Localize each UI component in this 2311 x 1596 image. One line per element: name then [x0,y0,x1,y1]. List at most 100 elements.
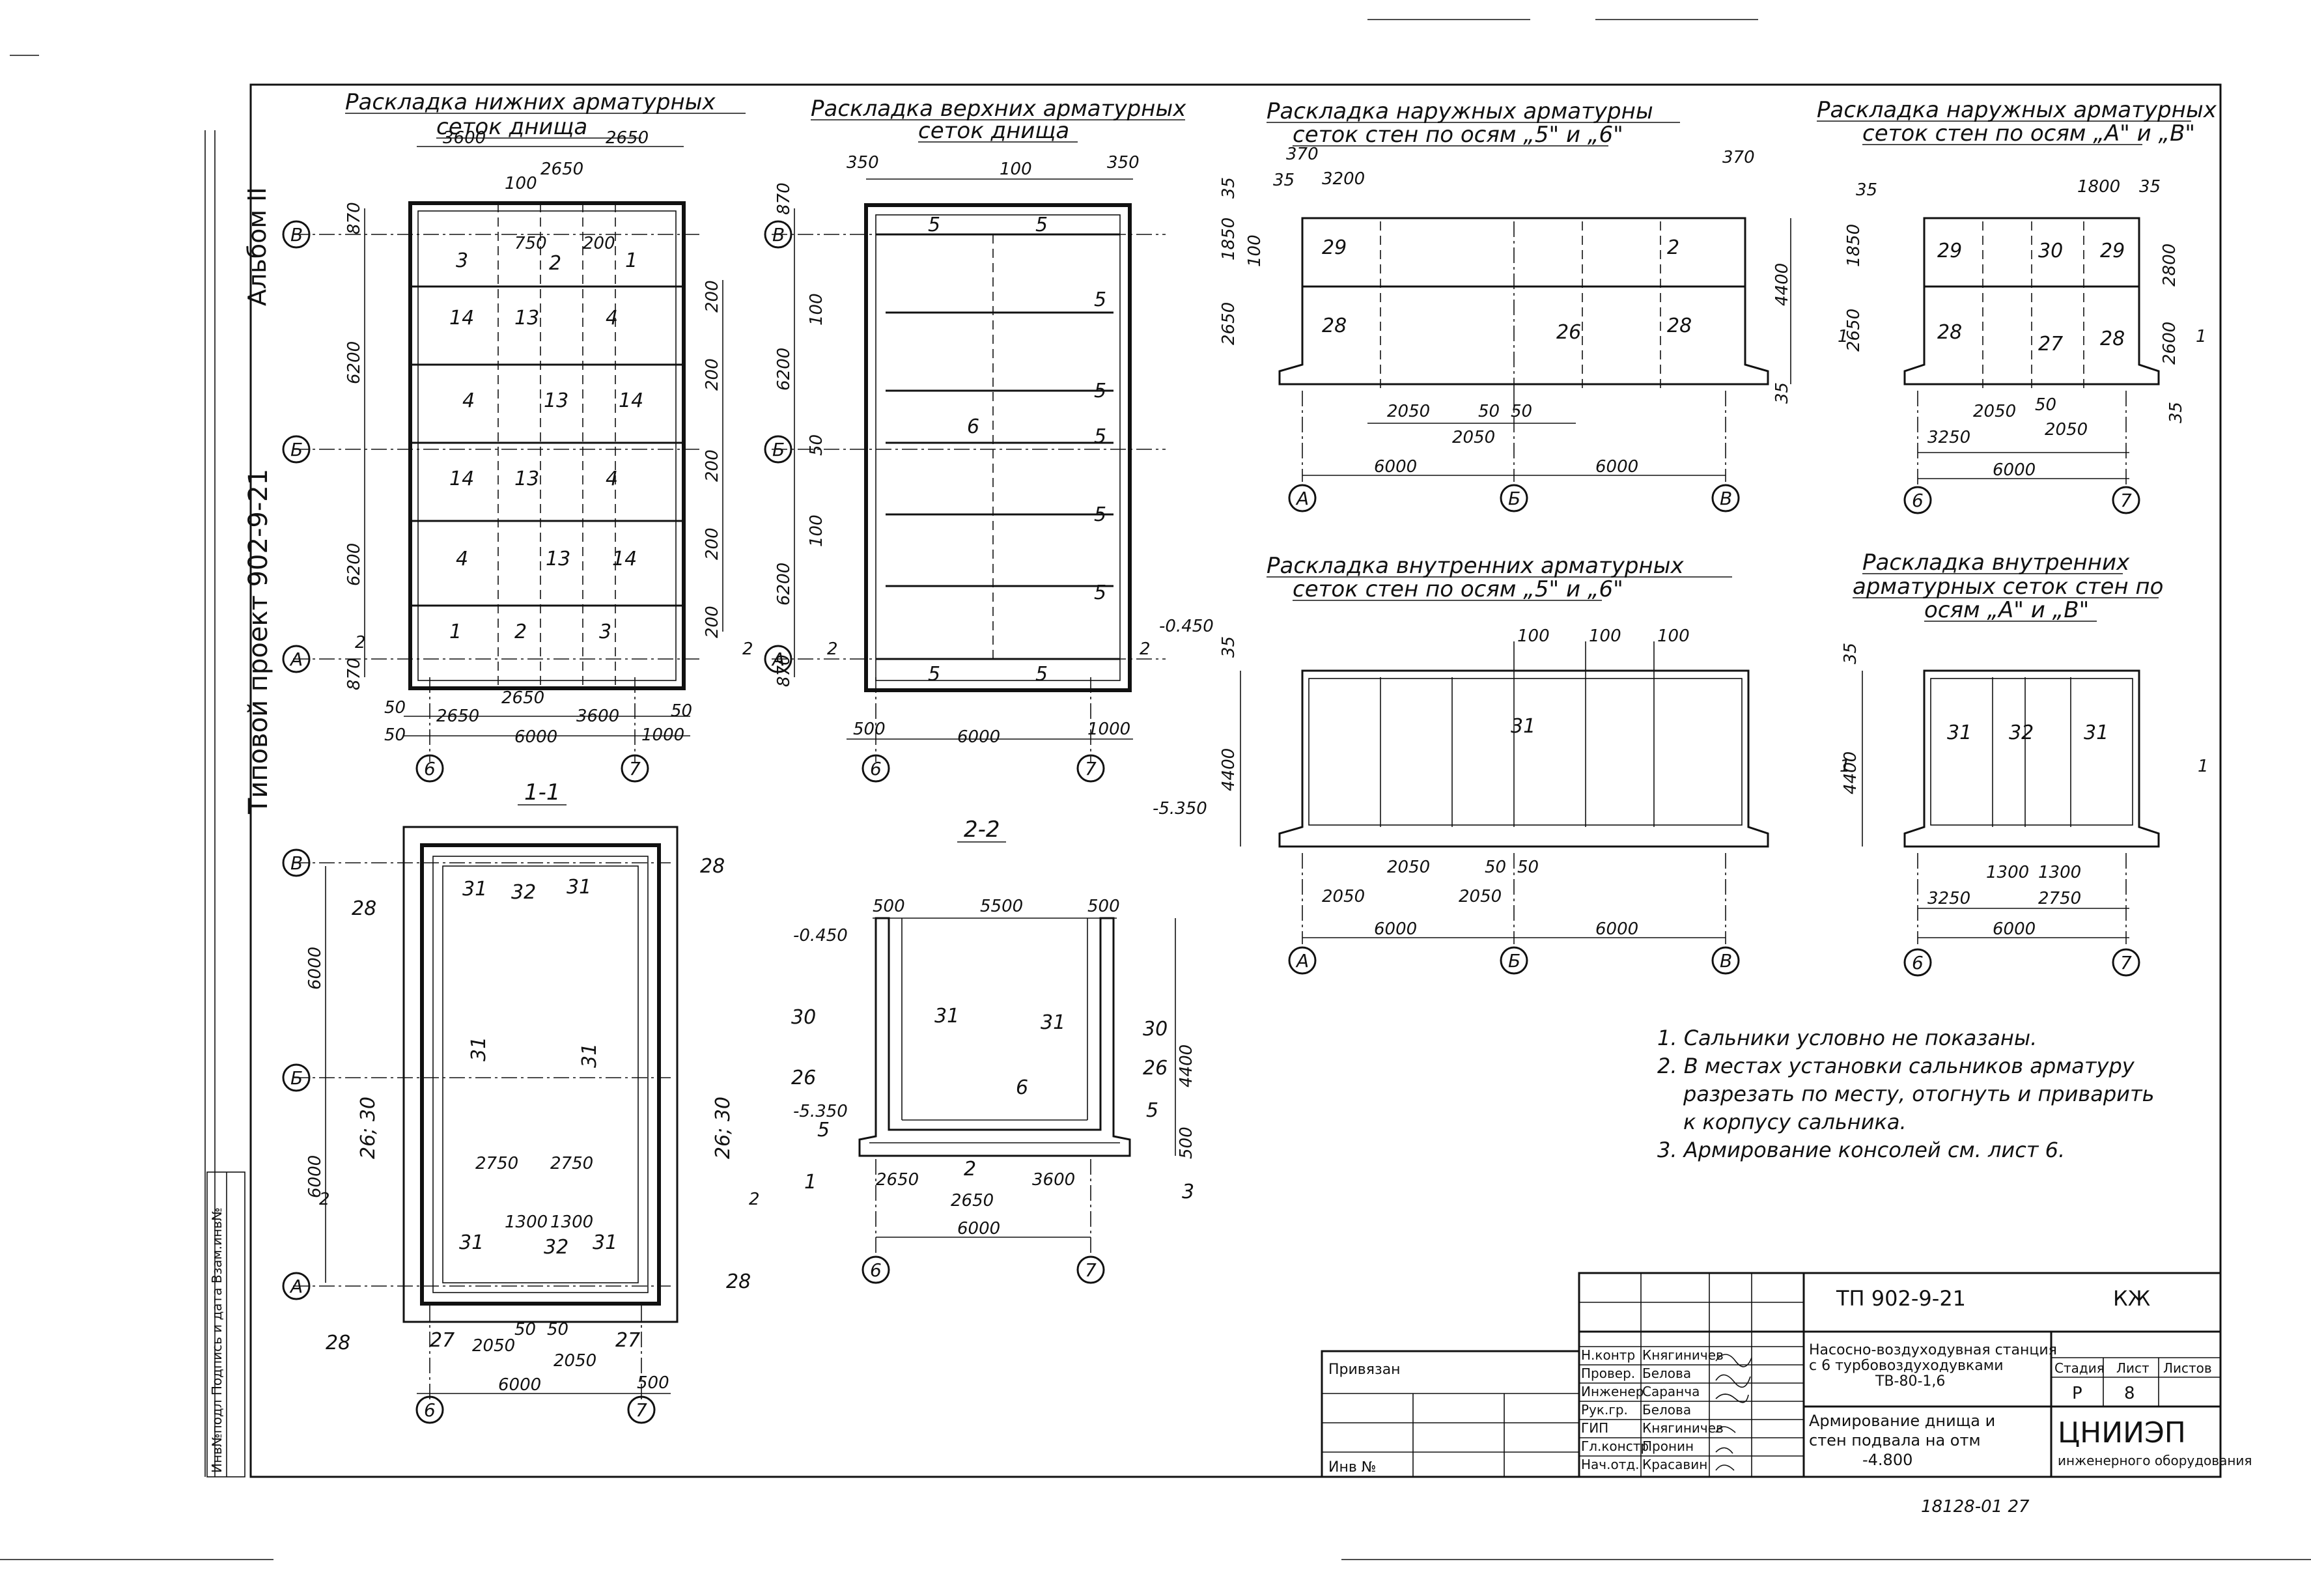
section-mark: 2 [742,639,753,659]
level-mark: -5.350 [1153,799,1207,819]
mesh-mark: 32 [544,1236,568,1259]
dim-label: 2050 [1322,887,1365,906]
col-header: Листов [2163,1360,2212,1376]
dim-label: 2050 [1387,402,1430,421]
doc-code: ТП 902-9-21 [1836,1286,1966,1311]
dim-label: 35 [1841,643,1860,664]
mesh-mark: 27 [2038,333,2063,356]
mesh-mark: 1 [449,621,462,643]
dim-label: 6000 [1374,919,1417,939]
object-name: ТВ-80-1,6 [1875,1373,1945,1390]
axis-bubble: Б [290,439,303,460]
dim-label: 2650 [876,1170,919,1190]
axis-bubble: Б [1508,488,1520,509]
view-title: Раскладка наружных арматурны [1267,98,1653,124]
dim-label: 3200 [1322,169,1365,189]
dim-label: 6000 [1595,457,1638,477]
mesh-mark: 1 [625,249,637,272]
mesh-mark: 31 [578,1043,601,1068]
note-line: к корпусу сальника. [1683,1110,1907,1134]
mesh-mark: 5 [928,214,940,236]
mesh-mark: 32 [2009,721,2034,744]
mesh-mark: 4 [606,468,618,490]
section-mark: 2 [319,1190,330,1209]
dim-label: 100 [505,174,537,193]
mesh-mark: 5 [1094,503,1106,526]
mesh-mark: 30 [791,1006,816,1029]
note-line: 2. В местах установки сальников арматуру [1657,1054,2135,1078]
mesh-mark: 28 [726,1270,751,1293]
section-mark: 2 [749,1190,760,1209]
section-title: 1-1 [524,779,561,805]
col-header: Стадия [2054,1360,2105,1376]
role-label: Провер. [1581,1365,1635,1381]
mesh-mark: 26 [1556,321,1581,344]
section-mark: 1 [2198,757,2209,776]
dim-label: 35 [1856,180,1877,200]
mesh-mark: 5 [1094,425,1106,448]
dim-label: 2050 [1387,858,1430,877]
axis-bubble: 7 [1085,758,1097,779]
dim-label: 100 [1245,234,1265,267]
dim-label: 50 [1485,858,1506,877]
mesh-mark: 31 [1947,721,1972,744]
dim-label: 35 [1772,382,1792,404]
dim-label: 1850 [1844,224,1864,267]
dim-label: 50 [547,1320,568,1339]
view-subtitle: сеток стен по осям „5" и „6" [1293,122,1623,148]
dim-label: 50 [671,701,692,721]
dim-label: 6000 [514,727,557,747]
axis-bubble: А [289,1276,303,1297]
dim-label: 2650 [501,688,544,708]
view-title: Раскладка верхних арматурных [811,96,1186,122]
dim-label: 6200 [344,543,364,586]
sheet-frame [0,19,2311,1560]
dim-label: 2650 [540,160,583,179]
dim-label: 350 [847,153,879,173]
object-name: с 6 турбовоздуходувками [1809,1358,2004,1374]
dim-label: 50 [2035,395,2056,415]
dim-label: 1000 [641,725,684,745]
name-label: Саранча [1642,1384,1700,1399]
axis-bubble: 7 [1085,1259,1097,1281]
dim-label: 200 [703,606,722,638]
mesh-mark: 31 [1041,1011,1065,1034]
sidebar: Альбом II Типовой проект 902-9-21 Инв№по… [206,187,273,1477]
role-label: Рук.гр. [1581,1402,1628,1418]
dim-label: 500 [637,1373,669,1393]
name-label: Белова [1642,1402,1691,1418]
notes: 1. Сальники условно не показаны. 2. В ме… [1657,1026,2154,1162]
mesh-mark: 28 [700,855,725,878]
view-subtitle: сеток днища [918,118,1069,144]
album-label: Альбом II [243,187,272,306]
view-section-1-1: 1-1 28 28 31 32 31 31 31 26; 30 26; 30 2… [282,779,760,1424]
dim-label: 50 [384,725,406,745]
view-title: Раскладка внутренних арматурных [1267,553,1684,579]
sheet-value: 8 [2124,1384,2135,1403]
axis-bubble: В [1720,950,1732,972]
section-mark: 2 [355,633,366,652]
dim-label: 2050 [1452,428,1495,447]
dim-label: 4400 [1177,1044,1196,1087]
section-mark: 2 [827,639,838,659]
role-label: Инженер [1581,1384,1644,1399]
dim-label: 2050 [1459,887,1502,906]
mesh-mark: 27 [430,1329,455,1352]
name-label: Белова [1642,1365,1691,1381]
doc-mark: КЖ [2113,1286,2150,1311]
axis-bubble: 7 [636,1399,647,1421]
mesh-mark: 28 [1937,321,1962,344]
stage-value: Р [2072,1384,2082,1403]
dim-label: 350 [1107,153,1140,173]
dim-label: 2650 [1219,302,1239,345]
mesh-mark: 3 [599,621,611,643]
dim-label: 50 [1478,402,1500,421]
mesh-mark: 26 [791,1067,816,1089]
mesh-mark: 28 [326,1332,350,1354]
dim-label: 1300 [550,1212,593,1232]
dim-label: 2650 [951,1191,994,1211]
axis-bubble: Б [772,439,785,460]
mesh-mark: 14 [449,307,474,329]
dim-label: 50 [384,698,406,718]
